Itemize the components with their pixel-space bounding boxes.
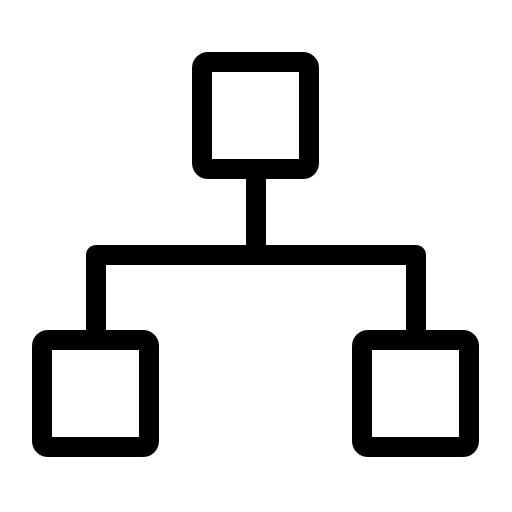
top-node-box <box>192 52 319 179</box>
branch-connector-line <box>86 245 426 330</box>
bottom-left-node-box <box>32 330 159 457</box>
bottom-right-node-box <box>352 330 479 457</box>
